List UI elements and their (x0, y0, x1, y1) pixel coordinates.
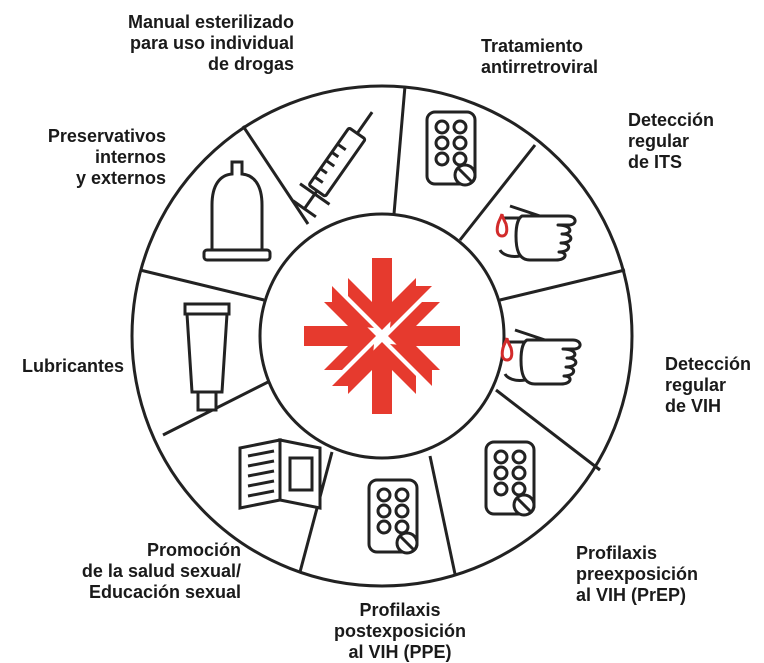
segment-dividers (139, 85, 626, 575)
logo-chevron (390, 344, 432, 386)
pill-blister-icon (367, 478, 419, 555)
label-syringe: Manual esterilizado para uso individual … (127, 12, 294, 74)
label-pep: Profilaxis postexposición al VIH (PPE) (333, 600, 467, 662)
pill-blister-icon (425, 110, 477, 187)
tube-icon (183, 302, 231, 412)
pill-blister-icon (484, 440, 536, 517)
booklet-icon (238, 438, 322, 510)
logo-chevron (332, 344, 374, 386)
label-sti-testing: Detección regular de ITS (628, 110, 715, 172)
inner-circle (258, 212, 506, 460)
label-hiv-testing: Detección regular de VIH (665, 354, 752, 416)
label-prep: Profilaxis preexposición al VIH (PrEP) (576, 543, 699, 605)
center-logo-icon (304, 258, 460, 414)
logo-chevron (390, 286, 432, 328)
label-condoms: Preservativos internos y externos (47, 126, 166, 188)
condom-icon (202, 160, 272, 262)
label-art: Tratamiento antirretroviral (481, 36, 599, 77)
logo-chevron (332, 286, 374, 328)
syringe-icon (292, 111, 374, 219)
label-lubricants: Lubricantes (22, 356, 125, 376)
label-education: Promoción de la salud sexual/ Educación … (81, 540, 241, 602)
